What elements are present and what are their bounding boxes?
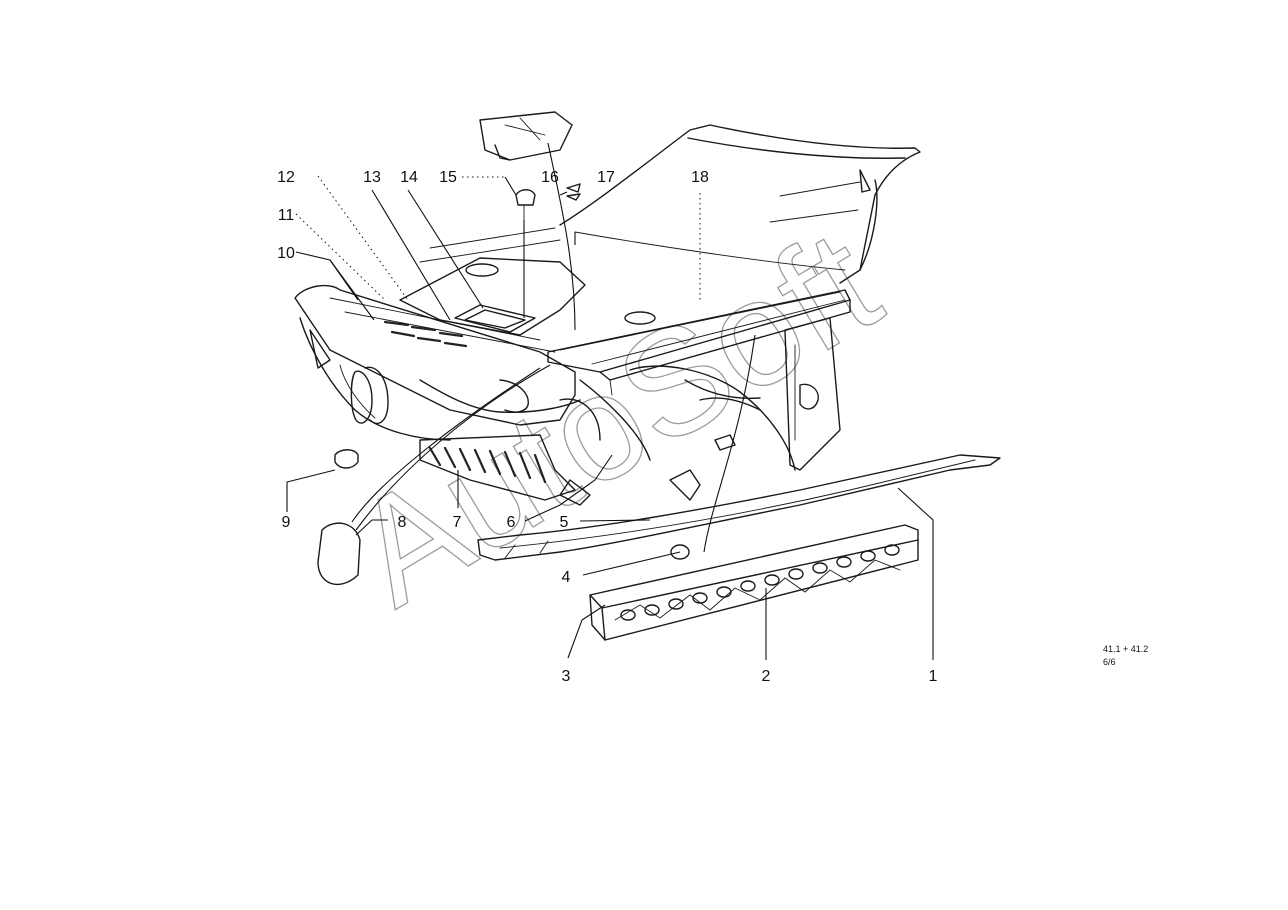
rocker-holes [620, 544, 900, 621]
leader-lines [286, 142, 934, 660]
body-shell-drawing [294, 111, 1001, 641]
callout-17: 17 [597, 169, 615, 186]
reference-line-2: 6/6 [1103, 657, 1116, 667]
callout-14: 14 [400, 169, 418, 186]
callout-16: 16 [541, 169, 559, 186]
callout-6: 6 [507, 514, 516, 531]
callout-1: 1 [929, 668, 938, 685]
reference-line-1: 41.1 + 41.2 [1103, 644, 1148, 654]
callout-10: 10 [277, 245, 295, 262]
reference-code: 41.1 + 41.2 6/6 [1103, 644, 1148, 667]
watermark: AutoSoft [324, 196, 905, 638]
callout-2: 2 [762, 668, 771, 685]
callout-3: 3 [562, 668, 571, 685]
callout-15: 15 [439, 169, 457, 186]
callout-13: 13 [363, 169, 381, 186]
callout-labels: 1 2 3 4 5 6 7 8 9 10 11 12 13 14 15 16 1… [277, 169, 937, 685]
callout-4: 4 [562, 569, 571, 586]
callout-8: 8 [398, 514, 407, 531]
callout-7: 7 [453, 514, 462, 531]
callout-9: 9 [282, 514, 291, 531]
callout-11: 11 [278, 207, 295, 224]
callout-18: 18 [691, 169, 709, 186]
watermark-text: AutoSoft [325, 197, 905, 637]
callout-12: 12 [277, 169, 295, 186]
callout-5: 5 [560, 514, 569, 531]
